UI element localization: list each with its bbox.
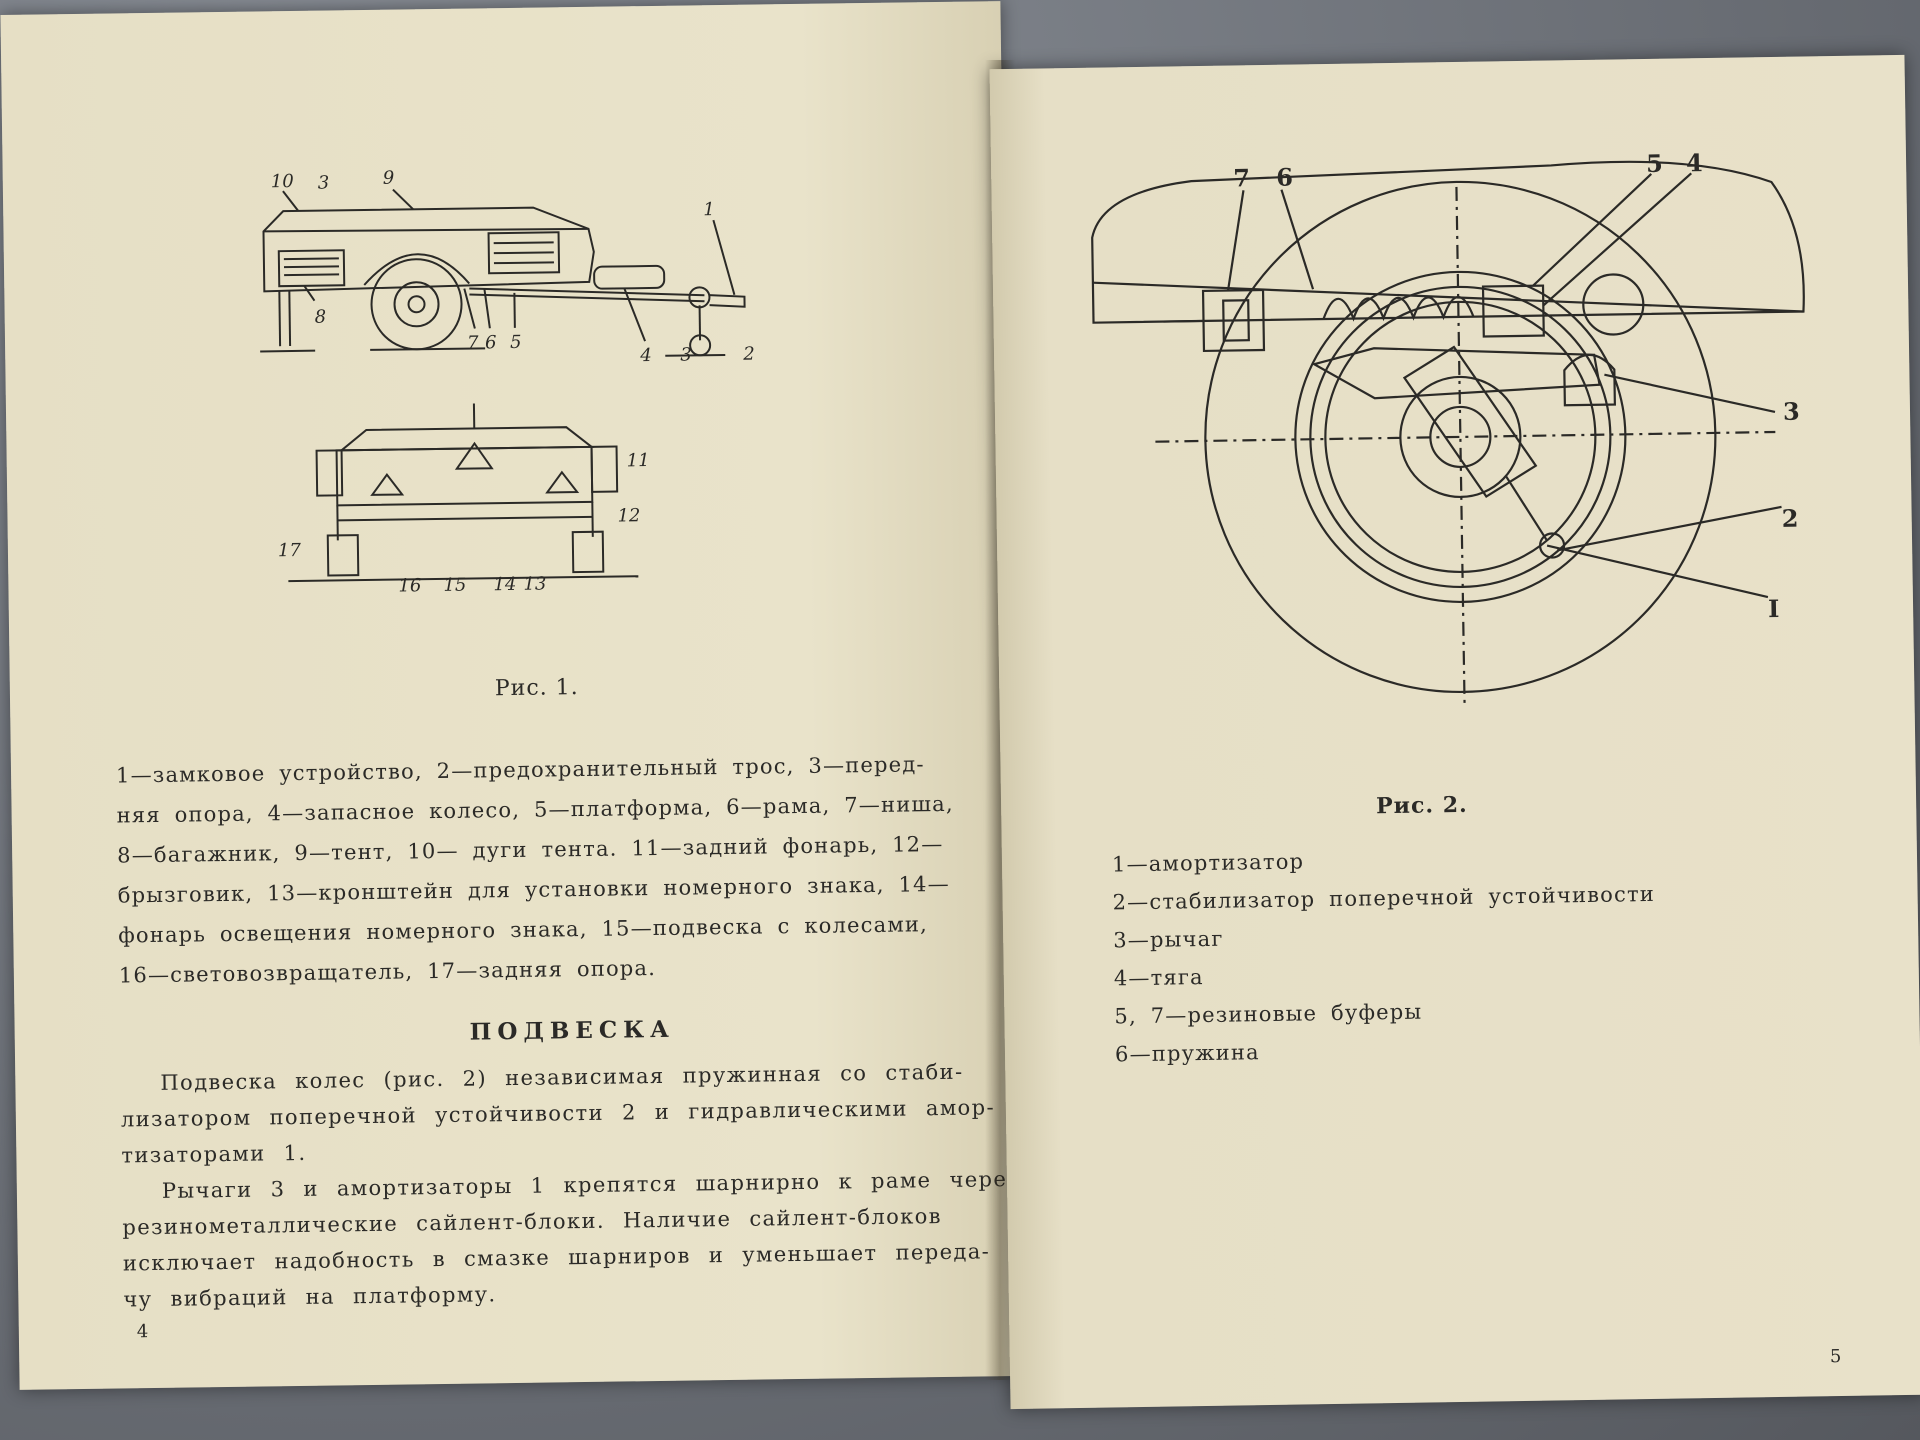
body-line: исключает надобность в смазке шарниров и… <box>122 1239 991 1276</box>
callout-7: 7 <box>467 332 479 353</box>
legend-line: 1—замковое устройство, 2—предохранительн… <box>115 752 925 788</box>
callout-10: 10 <box>271 171 294 192</box>
callout-15: 15 <box>443 575 466 596</box>
legend-item: 3—рычаг <box>1113 926 1224 953</box>
fig2-callout-4: 4 <box>1686 148 1703 177</box>
callout-17: 17 <box>278 540 302 561</box>
callout-4: 4 <box>639 345 652 366</box>
fig2-callout-3: 3 <box>1783 397 1800 426</box>
body-line: тизаторами 1. <box>121 1140 307 1168</box>
section-heading: ПОДВЕСКА <box>469 1015 676 1046</box>
fig2-callout-5: 5 <box>1646 149 1663 178</box>
page-number-left: 4 <box>136 1321 149 1343</box>
right-page: 7 6 5 4 3 2 I Рис. 2. 1—амортизатор 2—ст… <box>989 54 1920 1410</box>
callout-2: 2 <box>742 344 755 365</box>
legend-line: 8—багажник, 9—тент, 10— дуги тента. 11—з… <box>117 831 944 868</box>
callout-6: 6 <box>485 332 497 353</box>
fig2-callout-6: 6 <box>1276 163 1293 192</box>
legend-item: 4—тяга <box>1113 965 1204 991</box>
body-line: чу вибраций на платформу. <box>123 1282 497 1312</box>
callout-16: 16 <box>398 575 421 596</box>
legend-item: 5, 7—резиновые буферы <box>1114 999 1423 1029</box>
body-line: лизатором поперечной устойчивости 2 и ги… <box>120 1095 996 1132</box>
callout-14: 14 <box>493 574 516 595</box>
figure-2-suspension-drawing: 7 6 5 4 3 2 I <box>1091 148 1805 707</box>
figure-2-caption: Рис. 2. <box>1375 791 1468 820</box>
left-page: 10 3 9 1 2 3 4 5 6 7 8 11 12 13 14 15 16… <box>0 1 1021 1390</box>
figure-1-trailer-drawing: 10 3 9 1 2 3 4 5 6 7 8 11 12 13 14 15 16… <box>260 168 755 597</box>
legend-item: 6—пружина <box>1114 1040 1260 1067</box>
legend-line: фонарь освещения номерного знака, 15—под… <box>118 912 929 948</box>
legend-line: брызговик, 13—кронштейн для установки но… <box>117 871 951 908</box>
legend-item: 2—стабилизатор поперечной устойчивости <box>1112 881 1656 915</box>
callout-5: 5 <box>510 332 522 353</box>
body-line: резинометаллические сайлент-блоки. Налич… <box>122 1204 943 1240</box>
fig2-callout-I: I <box>1768 594 1780 623</box>
callout-3: 3 <box>680 344 692 365</box>
legend-line: няя опора, 4—запасное колесо, 5—платформ… <box>116 791 954 828</box>
figure-1-caption: Рис. 1. <box>494 675 579 702</box>
page-number-right: 5 <box>1829 1346 1842 1368</box>
callout-12: 12 <box>617 505 640 526</box>
callout-1: 1 <box>703 199 715 220</box>
callout-11: 11 <box>627 450 650 471</box>
body-line: Рычаги 3 и амортизаторы 1 крепятся шарни… <box>161 1166 1021 1203</box>
legend-item: 1—амортизатор <box>1111 849 1305 877</box>
callout-3-top: 3 <box>318 172 330 193</box>
body-line: Подвеска колес (рис. 2) независимая пруж… <box>160 1059 964 1095</box>
callout-13: 13 <box>523 573 546 594</box>
fig2-callout-2: 2 <box>1781 504 1798 533</box>
fig2-callout-7: 7 <box>1233 163 1250 192</box>
callout-8: 8 <box>315 307 327 328</box>
callout-9: 9 <box>383 168 395 189</box>
legend-line: 16—световозвращатель, 17—задняя опора. <box>118 955 657 988</box>
